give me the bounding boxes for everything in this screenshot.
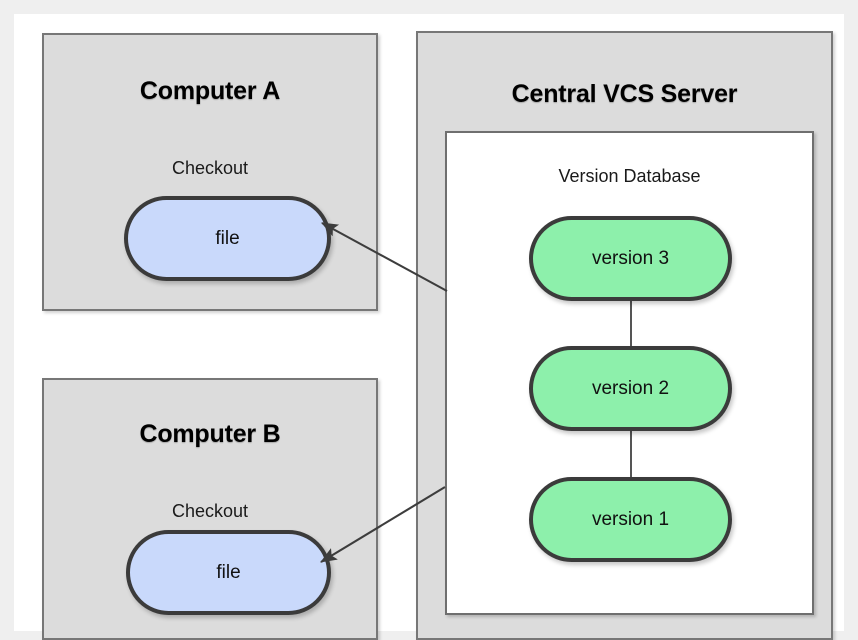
central-vcs-server-panel[interactable]: Central VCS Server Version Database vers… <box>416 31 833 640</box>
computer-b-file-node[interactable]: file <box>126 530 331 615</box>
computer-a-panel[interactable]: Computer A Checkout file <box>42 33 378 311</box>
version-3-node[interactable]: version 3 <box>529 216 732 301</box>
computer-b-panel[interactable]: Computer B Checkout file <box>42 378 378 640</box>
central-vcs-server-title: Central VCS Server <box>511 80 738 108</box>
computer-a-file-node[interactable]: file <box>124 196 331 281</box>
diagram-canvas: Computer A Checkout file Computer B Chec… <box>14 14 844 640</box>
computer-a-title: Computer A <box>139 77 281 105</box>
computer-b-checkout-label: Checkout <box>171 501 249 521</box>
version-2-label: version 2 <box>591 377 670 399</box>
version-3-label: version 3 <box>591 247 670 269</box>
computer-b-title: Computer B <box>139 420 281 448</box>
connector-version3-version2 <box>630 301 632 348</box>
version-1-label: version 1 <box>591 508 670 530</box>
computer-a-checkout-label: Checkout <box>171 158 249 178</box>
computer-b-file-label: file <box>216 561 241 583</box>
version-2-node[interactable]: version 2 <box>529 346 732 431</box>
version-database-box[interactable]: Version Database version 3 version 2 ver… <box>445 131 814 615</box>
version-database-label: Version Database <box>558 166 701 186</box>
connector-version2-version1 <box>630 431 632 478</box>
version-1-node[interactable]: version 1 <box>529 477 732 562</box>
computer-a-file-label: file <box>215 227 240 249</box>
